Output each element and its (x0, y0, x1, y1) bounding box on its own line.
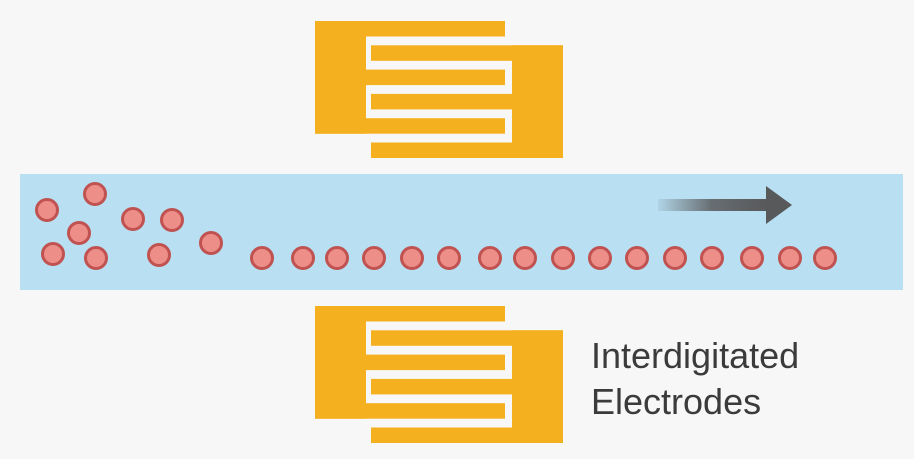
bottom-electrode-right-comb (371, 330, 563, 443)
electrode-finger (315, 21, 505, 37)
bottom-electrode-left-comb (315, 306, 505, 419)
particle (121, 207, 145, 231)
particle (513, 246, 537, 270)
electrode-finger (371, 93, 563, 110)
electrode-finger (315, 118, 505, 134)
microfluidic-channel (20, 174, 903, 290)
particle (67, 221, 91, 245)
particle (41, 242, 65, 266)
particle (291, 246, 315, 270)
particle (84, 246, 108, 270)
flow-direction-arrow (658, 186, 792, 224)
electrode-finger (315, 69, 505, 86)
particle (400, 246, 424, 270)
particle (663, 246, 687, 270)
particle (778, 246, 802, 270)
particle (325, 246, 349, 270)
particle (437, 246, 461, 270)
particle (362, 246, 386, 270)
particle-stream (35, 182, 837, 270)
electrode-finger (371, 427, 563, 443)
electrode-finger (371, 45, 563, 61)
electrode-finger (315, 354, 505, 371)
bottom-electrode-assembly (315, 306, 563, 443)
particle (700, 246, 724, 270)
particle (813, 246, 837, 270)
particle (83, 182, 107, 206)
particle (147, 243, 171, 267)
particle (199, 231, 223, 255)
particle (250, 246, 274, 270)
electrode-finger (371, 142, 563, 158)
electrode-finger (371, 378, 563, 395)
electrode-finger (371, 330, 563, 346)
label-line-1: Interdigitated (591, 335, 800, 376)
particle (160, 208, 184, 232)
interdigitated-electrodes-label: Interdigitated Electrodes (591, 333, 799, 425)
particle (478, 246, 502, 270)
label-line-2: Electrodes (591, 381, 762, 422)
electrode-finger (315, 306, 505, 322)
top-electrode-left-comb (315, 21, 505, 134)
arrow-head-icon (766, 186, 792, 224)
top-electrode-assembly (315, 21, 563, 158)
particle (551, 246, 575, 270)
electrode-finger (315, 403, 505, 419)
particle (35, 198, 59, 222)
arrow-shaft (658, 199, 766, 211)
particle (625, 246, 649, 270)
particle (588, 246, 612, 270)
top-electrode-right-comb (371, 45, 563, 158)
particle (740, 246, 764, 270)
